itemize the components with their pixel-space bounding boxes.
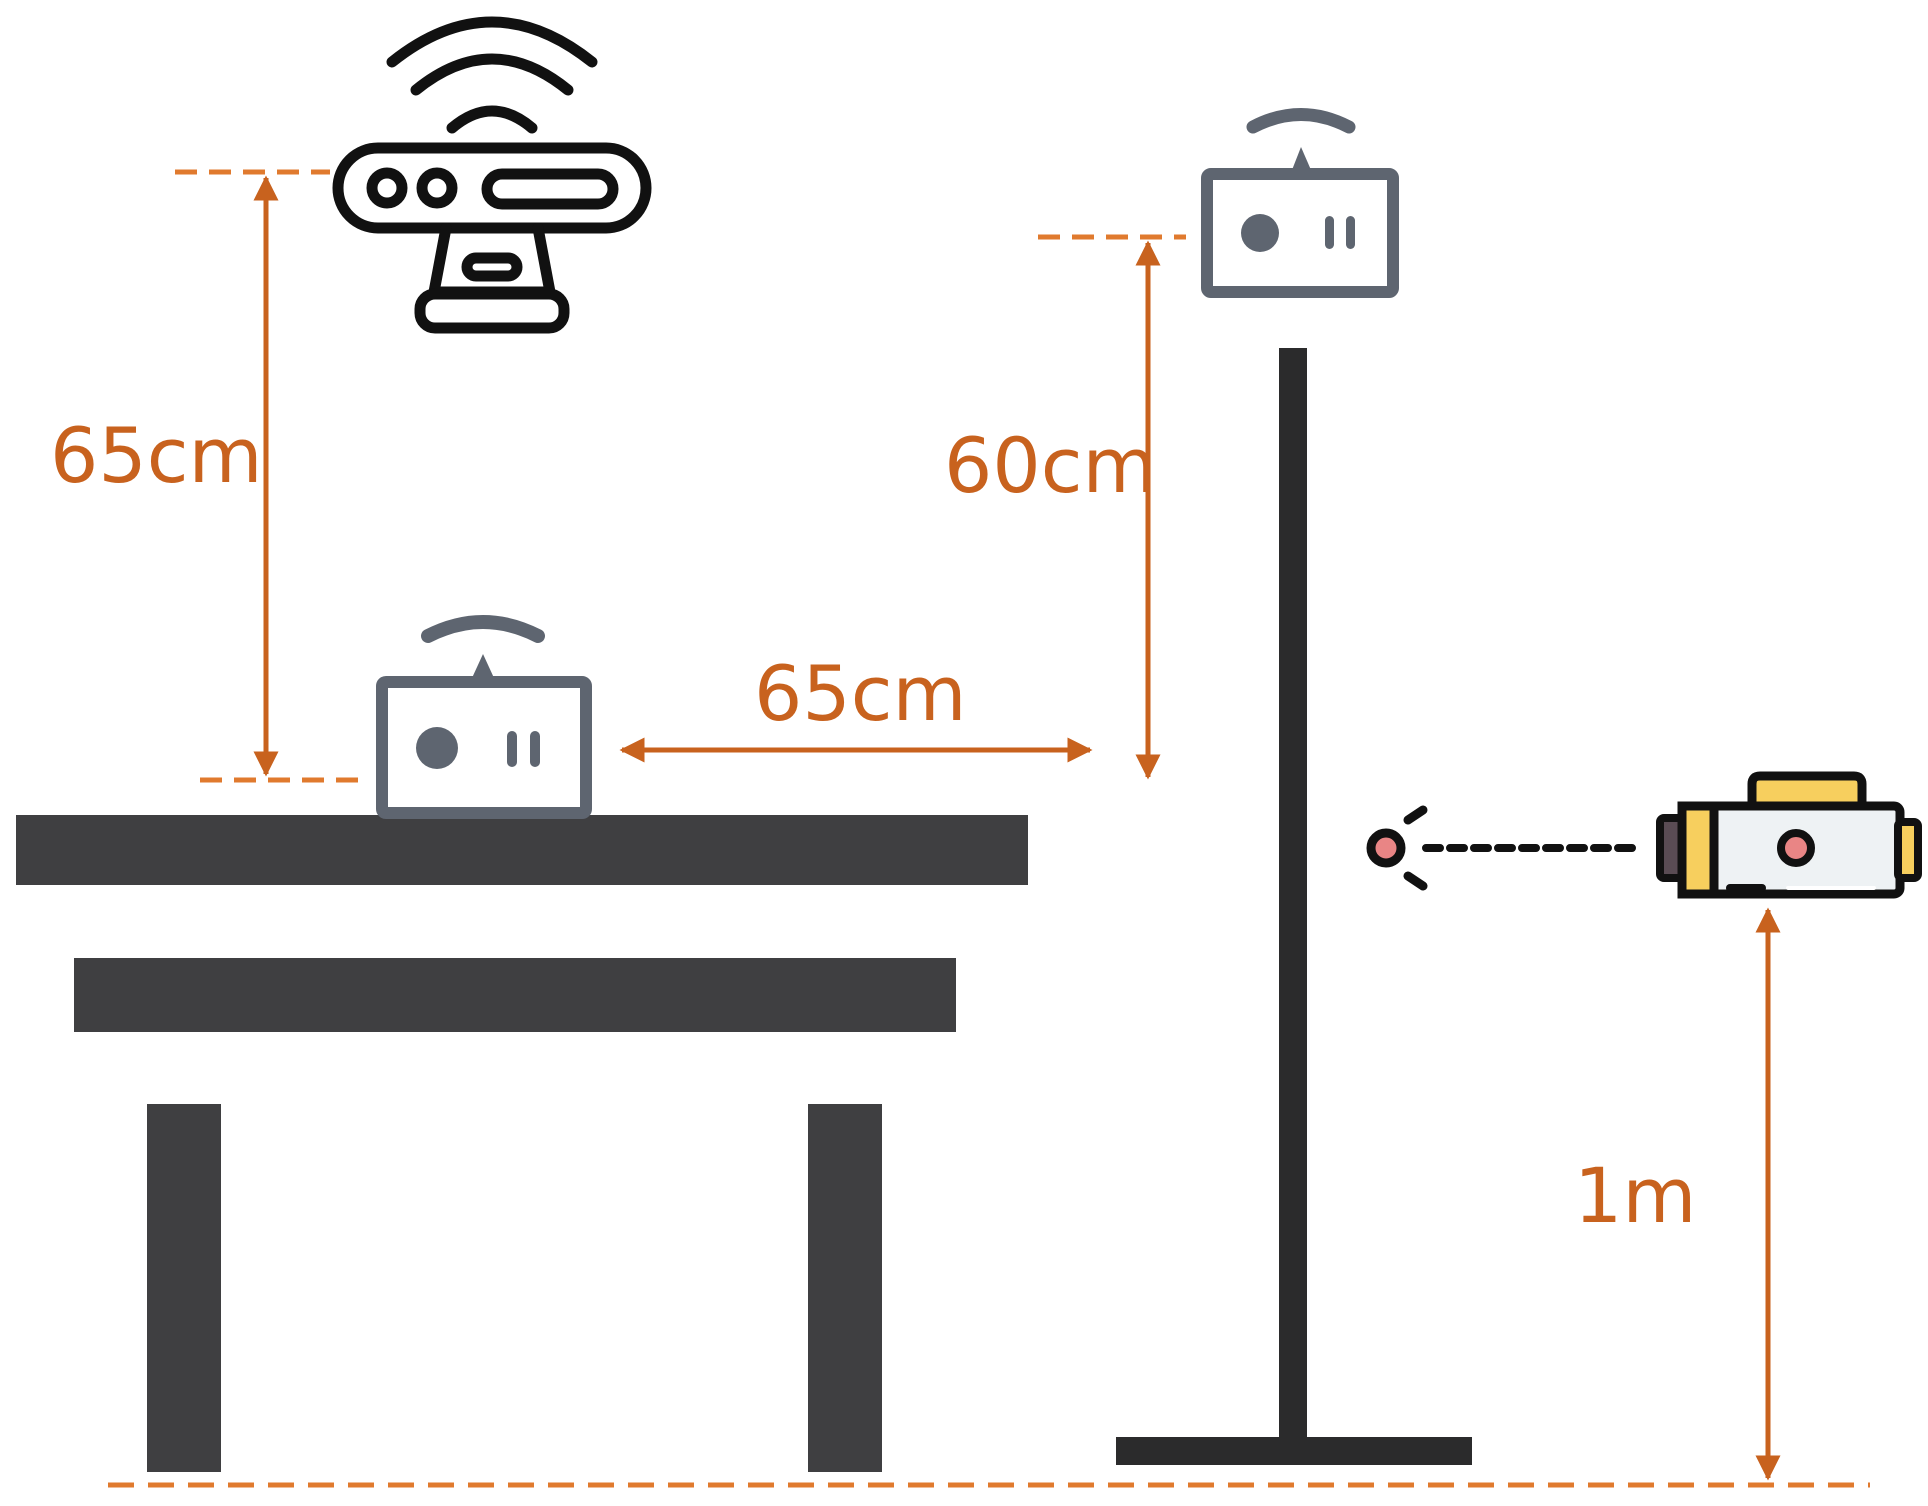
laser-projector-icon xyxy=(1366,771,1922,899)
stand-device-icon xyxy=(1201,108,1399,298)
stand-pole xyxy=(1279,348,1307,1438)
table xyxy=(16,815,1028,1472)
stand xyxy=(1116,348,1472,1465)
table-top xyxy=(16,815,1028,885)
laser-target-dot xyxy=(1366,828,1406,868)
table-leg-right xyxy=(808,1104,882,1472)
stand-height-label: 60cm xyxy=(944,421,1157,510)
router-height-label: 65cm xyxy=(50,411,263,500)
horizontal-distance-label: 65cm xyxy=(754,649,967,738)
wifi-router-icon xyxy=(332,16,652,334)
table-leg-left xyxy=(147,1104,221,1472)
table-shelf xyxy=(74,958,956,1032)
table-device-icon xyxy=(376,615,592,819)
projector-height-label: 1m xyxy=(1574,1151,1696,1240)
stand-base xyxy=(1116,1437,1472,1465)
